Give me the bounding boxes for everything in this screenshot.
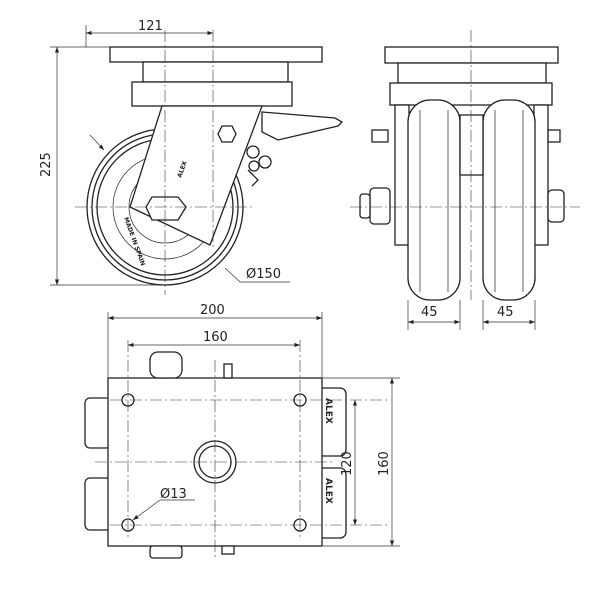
fork-leg-right xyxy=(533,104,549,246)
plate-length-label: 200 xyxy=(200,303,225,318)
axle-nut-left xyxy=(369,187,391,225)
brake-pedal xyxy=(261,111,344,141)
wheel-width-left-label: 45 xyxy=(421,305,438,320)
axle-nut xyxy=(145,196,187,221)
top-view: ALEX ALEX 200 160 120 160 Ø13 xyxy=(84,303,400,560)
wheel-right xyxy=(482,99,536,301)
hole-spacing-length-label: 160 xyxy=(203,330,228,345)
offset-dim-label: 121 xyxy=(138,19,163,34)
fork-leg-left xyxy=(394,104,410,246)
front-top-plate xyxy=(384,46,559,64)
wheel-left xyxy=(407,99,461,301)
nut-top xyxy=(149,351,183,379)
brake-spring xyxy=(247,169,259,187)
axle-nut-right xyxy=(547,189,565,223)
height-dim-label: 225 xyxy=(39,152,54,177)
hole-diameter-label: Ø13 xyxy=(160,487,187,502)
wheel-edge-left-bottom xyxy=(84,477,112,531)
swivel-base xyxy=(131,81,293,107)
hole-spacing-width-label: 120 xyxy=(340,451,355,476)
wheel-diameter-label: Ø150 xyxy=(246,267,281,282)
side-view: ALEX MADE IN SPAIN 121 225 Ø150 xyxy=(39,19,344,295)
plate-width-label: 160 xyxy=(377,451,392,476)
swivel-bolt xyxy=(217,125,237,143)
front-view: 45 45 xyxy=(350,30,580,330)
wheel-edge-left-top xyxy=(84,397,112,449)
wheel-logo-bottom: ALEX xyxy=(323,478,333,504)
wheel-width-right-label: 45 xyxy=(497,305,514,320)
top-plate xyxy=(109,46,323,63)
wheel-logo-top: ALEX xyxy=(323,398,333,424)
center-bracket xyxy=(459,114,484,176)
